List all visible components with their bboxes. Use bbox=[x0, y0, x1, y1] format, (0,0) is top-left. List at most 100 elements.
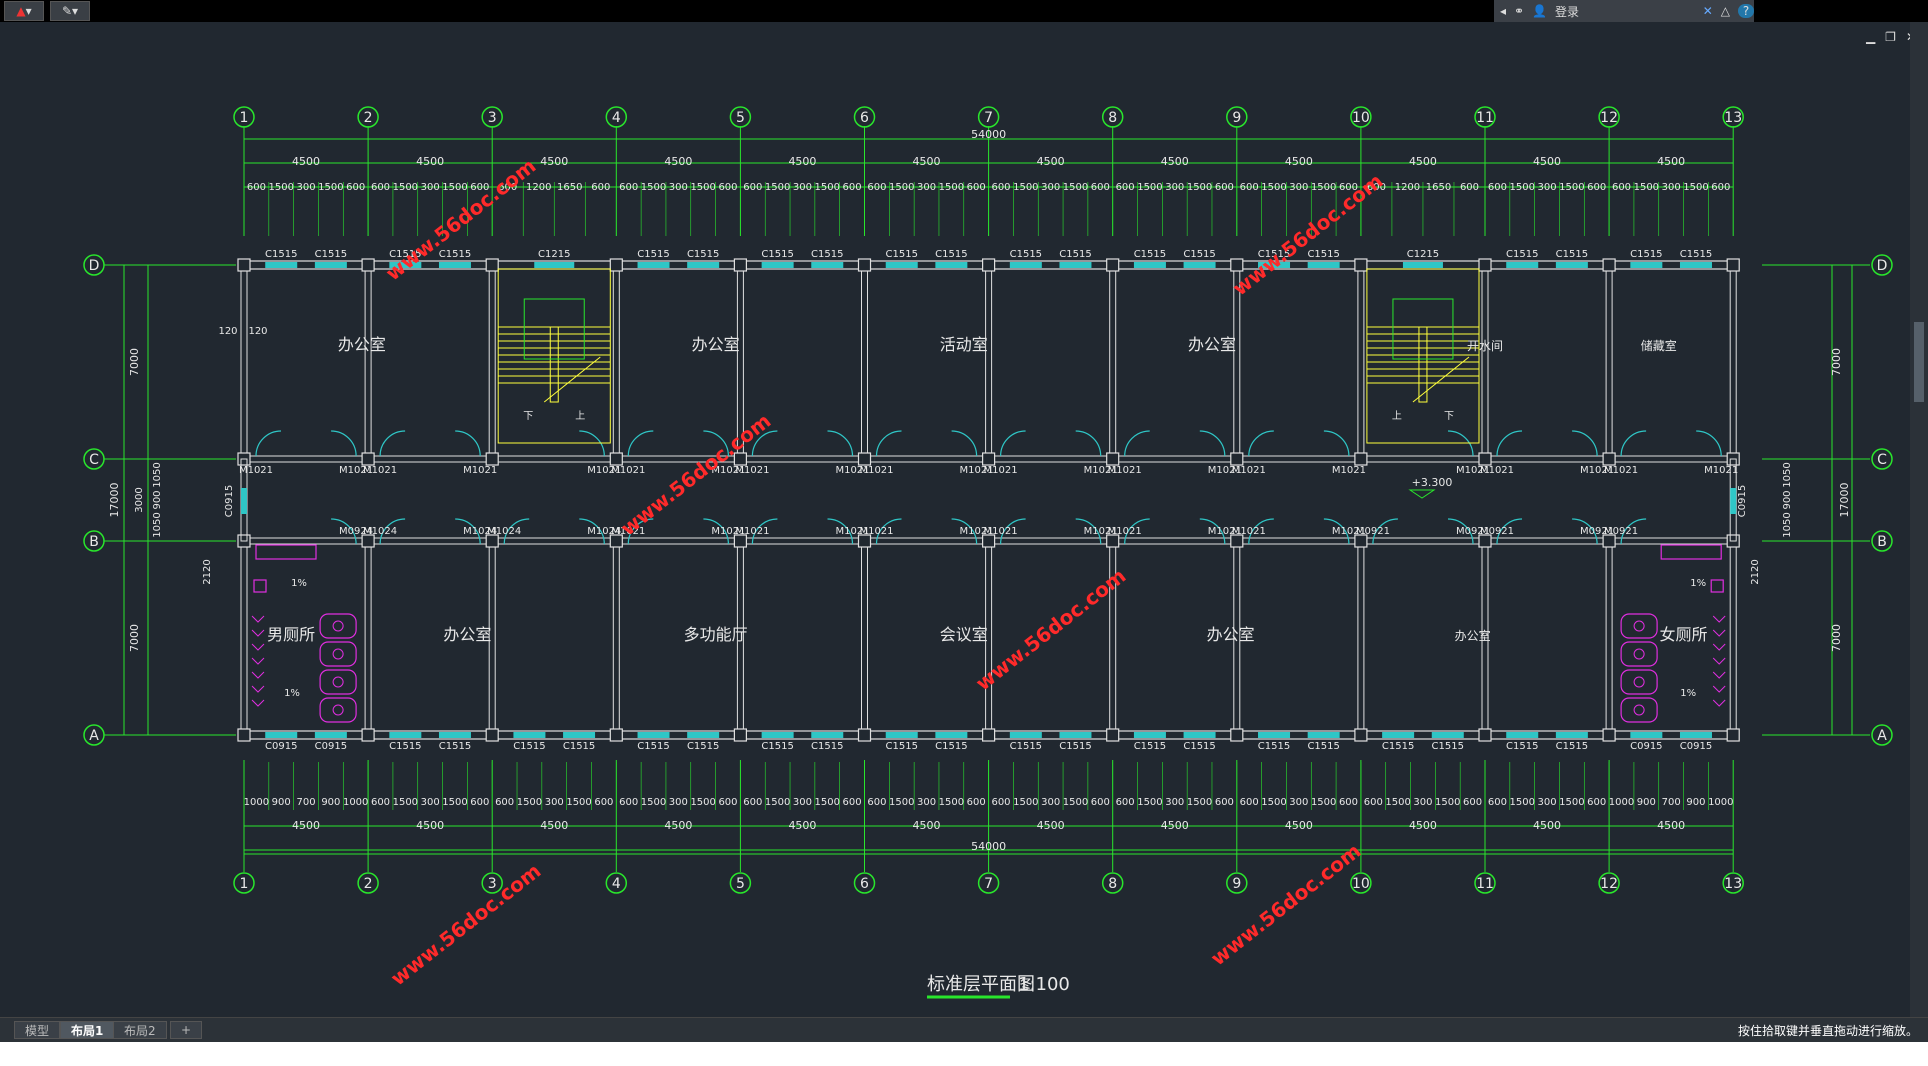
door-south-right-label: M1024 bbox=[463, 526, 497, 537]
dim-corridor: 1050 bbox=[152, 462, 163, 487]
structural-column bbox=[857, 534, 872, 548]
tab-model[interactable]: 模型 bbox=[14, 1021, 61, 1039]
door-south-right bbox=[1447, 518, 1474, 545]
door-south-right-label: M0921 bbox=[1456, 526, 1490, 537]
slope-label: 1% bbox=[1680, 688, 1696, 699]
axis-label-8: 8 bbox=[1108, 110, 1117, 126]
stair-outline bbox=[497, 268, 611, 444]
partition-wall bbox=[612, 264, 620, 460]
dim-small-top: 600 bbox=[1367, 182, 1386, 193]
structural-column bbox=[1602, 728, 1616, 742]
axis-label-5: 5 bbox=[736, 110, 745, 126]
door-south-right bbox=[703, 518, 729, 545]
window-label-south: C1515 bbox=[1307, 741, 1339, 752]
dim-small-top: 600 bbox=[991, 182, 1010, 193]
dim-small-bottom: 600 bbox=[1240, 797, 1259, 808]
window-label-north: C1515 bbox=[886, 249, 918, 260]
door-toilet-f-label: M0921 bbox=[1604, 526, 1638, 537]
window-label-south: C1515 bbox=[886, 741, 918, 752]
dim-small-top: 600 bbox=[843, 182, 862, 193]
axis-label-C: C bbox=[89, 452, 99, 468]
dim-bay-top: 4500 bbox=[540, 155, 568, 168]
room-label-south: 办公室 bbox=[1455, 628, 1491, 643]
axis-label-11: 11 bbox=[1476, 110, 1494, 126]
dim-small-top: 600 bbox=[1116, 182, 1135, 193]
door-north-left-label: M1021 bbox=[735, 465, 769, 476]
urinal-icon bbox=[251, 629, 265, 637]
dim-bay-top: 4500 bbox=[788, 155, 816, 168]
structural-column bbox=[485, 534, 499, 548]
partition-wall bbox=[1605, 540, 1613, 736]
door-north-left bbox=[627, 430, 654, 457]
axis-bubble-B bbox=[83, 530, 105, 552]
window-south bbox=[885, 732, 918, 738]
dim-small-bottom: 700 bbox=[297, 797, 316, 808]
quick-access-button[interactable]: ✎ ▾ bbox=[50, 1, 90, 21]
tab-layout2[interactable]: 布局2 bbox=[113, 1021, 167, 1039]
minimize-icon[interactable]: ▁ bbox=[1865, 30, 1876, 44]
help-button[interactable]: ? bbox=[1738, 4, 1754, 18]
add-layout-button[interactable]: + bbox=[170, 1021, 203, 1039]
triangle-icon[interactable]: △ bbox=[1720, 4, 1730, 18]
window-label-south: C1515 bbox=[1183, 741, 1215, 752]
stair-up-label: 上 bbox=[575, 410, 585, 422]
door-north-right bbox=[331, 430, 357, 457]
dim-total-bottom: 54000 bbox=[971, 840, 1006, 853]
door-north-left-label: M1021 bbox=[363, 465, 397, 476]
dim-small-top: 600 bbox=[247, 182, 266, 193]
door-south-right-label: M1021 bbox=[711, 526, 745, 537]
window-label-north: C1515 bbox=[1258, 249, 1290, 260]
axis-bubble-13 bbox=[1722, 872, 1744, 894]
structural-column bbox=[1726, 728, 1740, 742]
application-menu-button[interactable]: ▲ ▾ bbox=[4, 1, 44, 21]
room-label-south: 女厕所 bbox=[1660, 625, 1708, 644]
dim-bay-top: 4500 bbox=[1037, 155, 1065, 168]
room-label-south: 男厕所 bbox=[267, 625, 315, 644]
axis-label-12: 12 bbox=[1600, 876, 1618, 892]
axis-label-2: 2 bbox=[364, 876, 373, 892]
infocenter: ◂ ⚭ 👤 登录 ✕ △ ? bbox=[1494, 0, 1754, 22]
axis-bubble-D bbox=[1871, 254, 1893, 276]
vertical-scrollbar[interactable] bbox=[1910, 22, 1928, 1017]
door-stair bbox=[1447, 430, 1474, 457]
window-north bbox=[534, 262, 575, 268]
door-north-left-label: M1021 bbox=[1480, 465, 1514, 476]
door-south-left bbox=[627, 518, 654, 545]
door-north-right-label: M1021 bbox=[711, 465, 745, 476]
binoculars-icon[interactable]: ⚭ bbox=[1514, 4, 1525, 18]
window-south bbox=[687, 732, 720, 738]
axis-bubble-11 bbox=[1474, 872, 1496, 894]
door-toilet-m-label: M0924 bbox=[339, 526, 373, 537]
structural-column bbox=[733, 452, 748, 466]
door-north-right-label: M1021 bbox=[339, 465, 373, 476]
axis-bubble-11 bbox=[1474, 106, 1496, 128]
axis-label-9: 9 bbox=[1232, 110, 1241, 126]
door-north-right bbox=[827, 430, 854, 457]
axis-label-A: A bbox=[89, 728, 99, 744]
door-south-right bbox=[827, 518, 854, 545]
window-label-north: C1515 bbox=[1556, 249, 1588, 260]
slope-label: 1% bbox=[1690, 578, 1706, 589]
window-label-north: C1515 bbox=[1307, 249, 1339, 260]
window-label-north: C1515 bbox=[1630, 249, 1662, 260]
door-north-right-label: M1021 bbox=[1208, 465, 1242, 476]
status-message: 按住拾取键并垂直拖动进行缩放。 bbox=[1737, 1023, 1918, 1038]
axis-bubble-5 bbox=[729, 872, 752, 894]
dim-small-top: 1500 bbox=[1510, 182, 1535, 193]
window-south bbox=[438, 732, 471, 738]
door-south-right-label: M1021 bbox=[960, 526, 994, 537]
dim-small-top: 1500 bbox=[641, 182, 666, 193]
window-label-south: C0915 bbox=[265, 741, 297, 752]
window-label-south: C0915 bbox=[1680, 741, 1712, 752]
infocenter-arrow-icon[interactable]: ◂ bbox=[1500, 4, 1507, 18]
signin-button[interactable]: 登录 bbox=[1555, 4, 1580, 19]
scroll-thumb[interactable] bbox=[1914, 322, 1924, 402]
window-north bbox=[1555, 262, 1588, 268]
exchange-icon[interactable]: ✕ bbox=[1702, 4, 1713, 18]
dim-small-top: 600 bbox=[371, 182, 390, 193]
tab-layout1[interactable]: 布局1 bbox=[60, 1021, 115, 1039]
restore-icon[interactable]: ❐ bbox=[1885, 30, 1896, 44]
dim-small-top: 1500 bbox=[1187, 182, 1212, 193]
